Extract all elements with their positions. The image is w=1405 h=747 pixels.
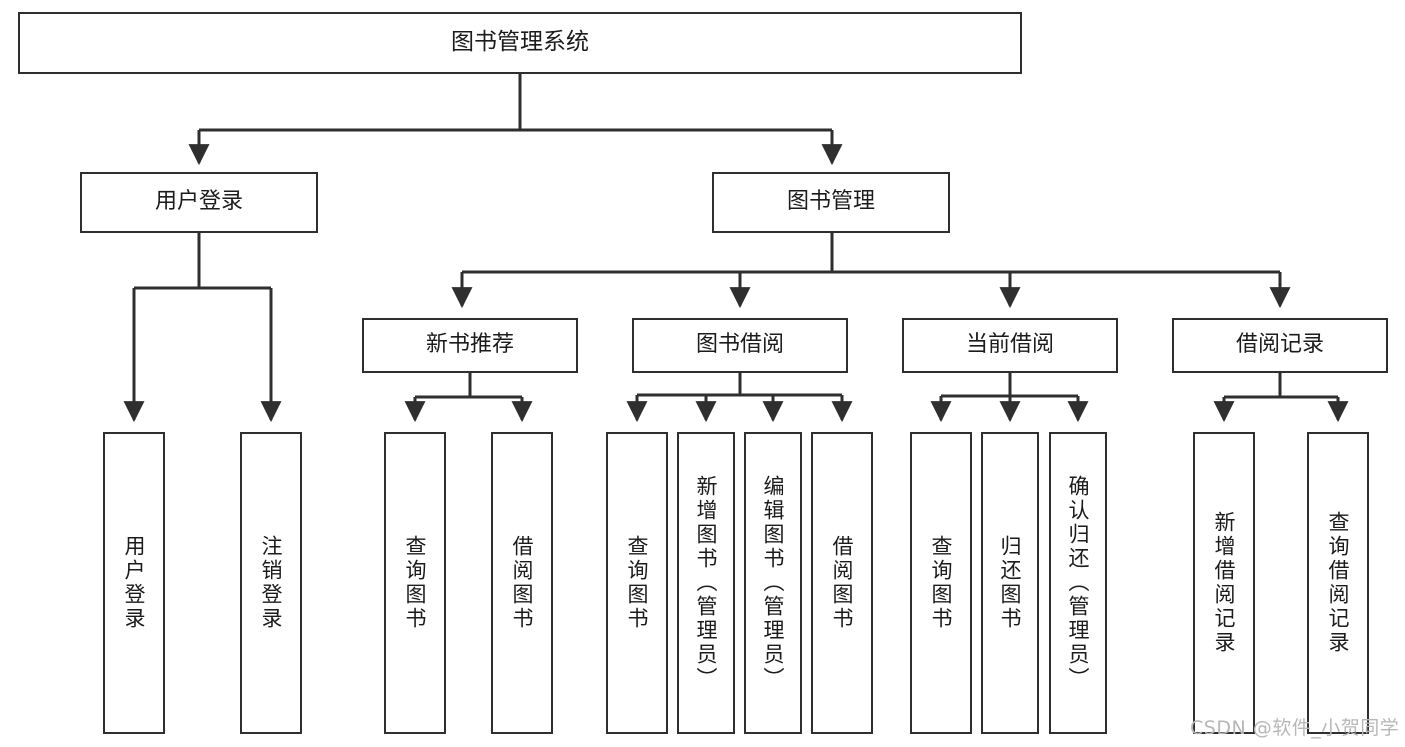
node-book-borrow-label: 图书借阅	[695, 332, 784, 358]
node-leaf-current-confirm-return[interactable]: 确认归还（管理员）	[1049, 432, 1107, 734]
node-leaf-borrow-lend-book[interactable]: 借阅图书	[811, 432, 873, 734]
node-borrow-record-label: 借阅记录	[1235, 332, 1324, 358]
node-leaf-current-query-book[interactable]: 查询图书	[910, 432, 972, 734]
node-leaf-user-logout-label: 注销登录	[259, 535, 284, 631]
node-leaf-record-add-label: 新增借阅记录	[1212, 511, 1237, 655]
node-leaf-record-query[interactable]: 查询借阅记录	[1307, 432, 1369, 734]
node-new-book-recommend-label: 新书推荐	[425, 332, 514, 358]
node-leaf-user-login-label: 用户登录	[122, 535, 147, 631]
watermark: CSDN @软件_小贺同学	[1190, 717, 1400, 739]
node-leaf-newbook-borrow-book-label: 借阅图书	[510, 535, 535, 631]
node-leaf-user-login[interactable]: 用户登录	[103, 432, 165, 734]
node-leaf-newbook-query-book-label: 查询图书	[403, 535, 428, 631]
node-current-borrow-label: 当前借阅	[965, 332, 1054, 358]
node-leaf-borrow-edit-book[interactable]: 编辑图书（管理员）	[744, 432, 802, 734]
node-current-borrow[interactable]: 当前借阅	[902, 318, 1118, 373]
node-borrow-record[interactable]: 借阅记录	[1172, 318, 1388, 373]
node-user-login-label: 用户登录	[154, 189, 243, 215]
node-leaf-current-return-book-label: 归还图书	[998, 535, 1023, 631]
node-leaf-borrow-query-book[interactable]: 查询图书	[606, 432, 668, 734]
node-leaf-current-return-book[interactable]: 归还图书	[981, 432, 1039, 734]
node-leaf-borrow-add-book-label: 新增图书（管理员）	[694, 475, 719, 691]
node-leaf-borrow-lend-book-label: 借阅图书	[830, 535, 855, 631]
node-leaf-borrow-add-book[interactable]: 新增图书（管理员）	[677, 432, 735, 734]
node-root-label: 图书管理系统	[451, 29, 589, 56]
node-new-book-recommend[interactable]: 新书推荐	[362, 318, 578, 373]
node-book-manage[interactable]: 图书管理	[712, 172, 950, 233]
node-root-system[interactable]: 图书管理系统	[18, 12, 1022, 74]
node-leaf-borrow-edit-book-label: 编辑图书（管理员）	[761, 475, 786, 691]
node-leaf-borrow-query-book-label: 查询图书	[625, 535, 650, 631]
node-leaf-record-add[interactable]: 新增借阅记录	[1193, 432, 1255, 734]
node-leaf-current-query-book-label: 查询图书	[929, 535, 954, 631]
node-leaf-newbook-query-book[interactable]: 查询图书	[384, 432, 446, 734]
node-leaf-newbook-borrow-book[interactable]: 借阅图书	[491, 432, 553, 734]
node-user-login[interactable]: 用户登录	[80, 172, 318, 233]
node-leaf-current-confirm-return-label: 确认归还（管理员）	[1066, 475, 1091, 691]
node-book-manage-label: 图书管理	[786, 189, 875, 215]
node-leaf-record-query-label: 查询借阅记录	[1326, 511, 1351, 655]
node-book-borrow[interactable]: 图书借阅	[632, 318, 848, 373]
node-leaf-user-logout[interactable]: 注销登录	[240, 432, 302, 734]
